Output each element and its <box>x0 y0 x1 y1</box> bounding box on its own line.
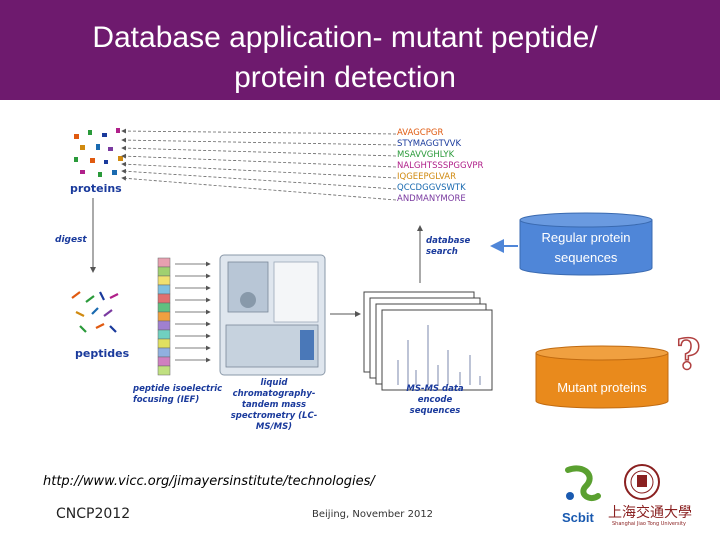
peptide-fragments <box>71 291 119 333</box>
digest-label: digest <box>55 235 87 245</box>
sjtu-seal-logo <box>624 464 660 500</box>
title-line-2: protein detection <box>234 61 456 94</box>
msms-line-1: MS-MS data encode <box>406 384 464 405</box>
mutant-db-label: Mutant proteins <box>557 380 647 395</box>
sequence-item: IQGEEPGLVAR <box>397 172 457 182</box>
database-search-label: database search <box>426 236 470 258</box>
ief-strip-segment <box>157 347 171 358</box>
ief-strip-segment <box>157 320 171 331</box>
database-search-line-1: database <box>426 236 471 246</box>
lcms-line-2: tandem mass <box>241 400 307 410</box>
ief-strip-segment <box>157 338 171 349</box>
ief-strip-segment <box>157 302 171 313</box>
regular-db-cylinder <box>519 212 653 276</box>
ief-strip-segment <box>157 356 171 367</box>
protein-dots <box>74 128 123 177</box>
sjtu-logo-text: 上海交通大學 <box>608 505 692 521</box>
ief-strip-segment <box>157 365 171 376</box>
ief-strip-segment <box>157 329 171 340</box>
sequence-mapping-lines <box>121 128 397 201</box>
slide-title: Database application- mutant peptide/ pr… <box>20 18 670 98</box>
location-date: Beijing, November 2012 <box>312 509 434 520</box>
sequence-item: NALGHTSSSPGGVPR <box>397 161 484 171</box>
mass-spectrometer-image <box>219 254 326 376</box>
sequence-item: MSAVVGHLYK <box>397 150 455 160</box>
peptides-label: peptides <box>75 347 130 360</box>
scbit-logo <box>565 465 601 502</box>
reference-url[interactable]: http://www.vicc.org/jimayersinstitute/te… <box>43 474 375 489</box>
sequence-item: QCCDGGVSWTK <box>397 183 466 193</box>
database-search-line-2: search <box>426 247 458 257</box>
ief-strip-segment <box>157 311 171 322</box>
regular-db-line-1: Regular protein <box>541 230 631 245</box>
ief-strip-segment <box>157 257 171 268</box>
ief-strip-segment <box>157 266 171 277</box>
sjtu-logo-subtext: Shanghai Jiao Tong University <box>612 521 686 527</box>
proteins-label: proteins <box>70 182 122 195</box>
lcms-label: liquid chromatography- tandem mass spect… <box>218 378 330 433</box>
conference-name: CNCP2012 <box>56 506 131 522</box>
question-mark-icon: ? <box>675 329 701 380</box>
ief-line-2: focusing (IEF) <box>133 395 200 405</box>
sequence-item: AVAGCPGR <box>397 128 444 138</box>
ief-arrows <box>175 261 211 363</box>
regular-db-line-2: sequences <box>554 250 618 265</box>
scbit-logo-text: Scbit <box>562 510 594 525</box>
ief-strip-segment <box>157 275 171 286</box>
msms-spectra-stack <box>363 291 493 391</box>
sequence-item: ANDMANYMORE <box>397 194 466 204</box>
regular-db-label: Regular protein sequences <box>519 228 653 268</box>
ief-strip-segment <box>157 293 171 304</box>
lcms-line-3: spectrometry (LC-MS/MS) <box>230 411 318 432</box>
title-line-1: Database application- mutant peptide/ <box>92 21 598 54</box>
mutant-db-cylinder <box>535 345 669 409</box>
sequence-item: STYMAGGTVVK <box>397 139 462 149</box>
msms-label: MS-MS data encode sequences <box>392 384 478 417</box>
ief-label: peptide isoelectric focusing (IEF) <box>133 384 222 406</box>
ief-strip <box>157 257 171 376</box>
ief-strip-segment <box>157 284 171 295</box>
ief-line-1: peptide isoelectric <box>133 384 223 394</box>
msms-line-2: sequences <box>409 406 461 416</box>
lcms-line-1: liquid chromatography- <box>232 378 316 399</box>
title-bar: Database application- mutant peptide/ pr… <box>0 0 720 100</box>
footer-logos <box>565 464 660 502</box>
